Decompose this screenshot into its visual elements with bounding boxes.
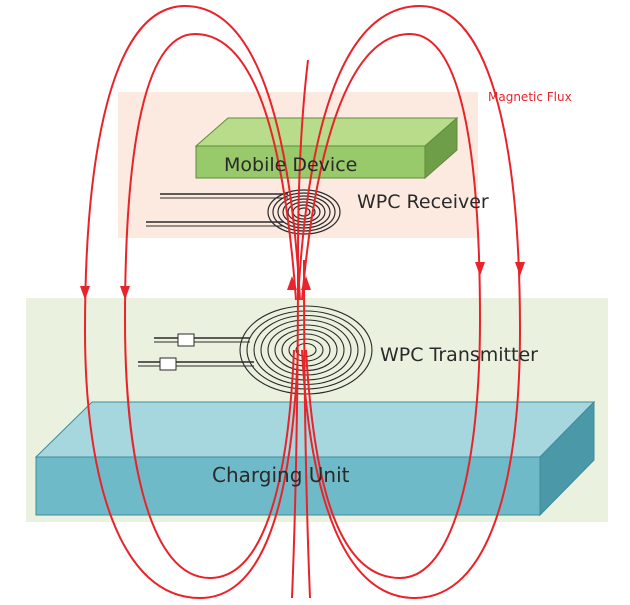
- magnetic-flux-label: Magnetic Flux: [488, 90, 572, 104]
- wpc-receiver-label: WPC Receiver: [357, 191, 489, 213]
- arrow-down-left-inner: [120, 286, 130, 300]
- arrow-up-center-1: [287, 276, 297, 290]
- flux-center-line: [291, 59, 309, 599]
- flux-arrows: [80, 262, 525, 300]
- flux-loop-right-outer: [297, 4, 522, 600]
- arrow-down-right-outer: [515, 262, 525, 276]
- flux-loop-right-inner: [301, 32, 482, 580]
- charging-unit-label: Charging Unit: [212, 463, 350, 487]
- receiver-coil: [146, 189, 341, 235]
- flux-loop-left-inner: [123, 32, 297, 580]
- mobile-device-box: [194, 116, 459, 180]
- flux-center-line-2: [303, 259, 311, 599]
- arrow-up-center-2: [301, 276, 311, 290]
- flux-loop-left-outer: [83, 4, 301, 600]
- mobile-device-label: Mobile Device: [224, 154, 357, 176]
- charging-unit-box: [34, 400, 596, 517]
- arrow-down-right-inner: [475, 262, 485, 276]
- arrow-down-left-outer: [80, 286, 90, 300]
- wpc-transmitter-label: WPC Transmitter: [380, 344, 538, 366]
- magnetic-flux-lines: [83, 4, 522, 600]
